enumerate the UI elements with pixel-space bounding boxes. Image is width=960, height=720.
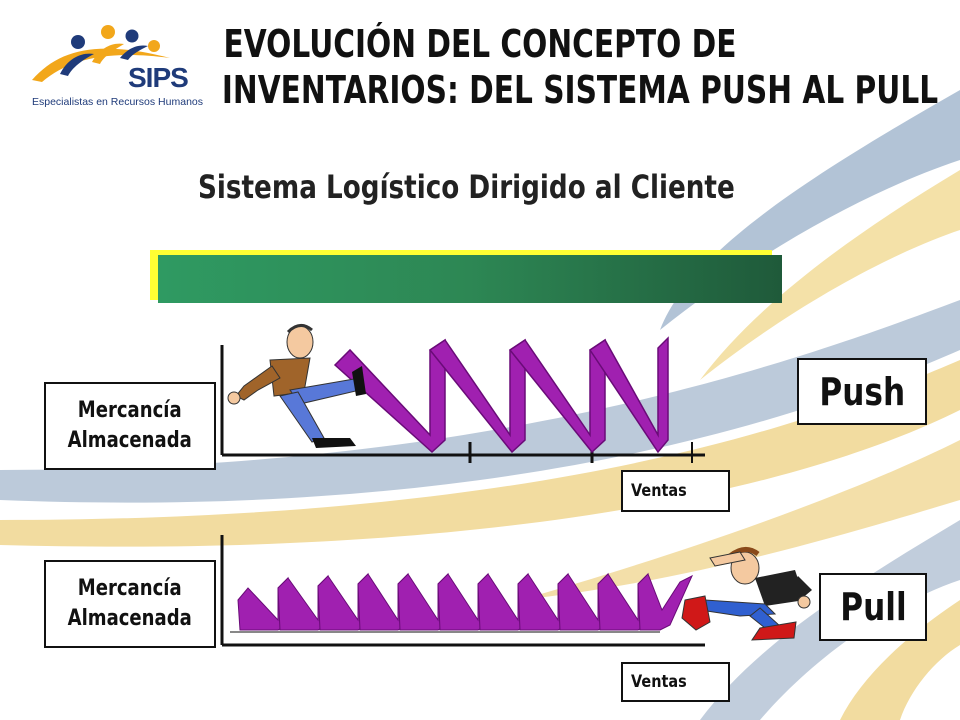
push-stock-label-box: Mercancía Almacenada — [44, 382, 216, 470]
pull-man-icon — [681, 547, 812, 641]
push-chart — [220, 324, 705, 463]
sips-logo: SIPS Especialistas en Recursos Humanos — [20, 18, 210, 113]
sips-logo-tagline: Especialistas en Recursos Humanos — [32, 96, 203, 108]
push-man-icon — [227, 324, 366, 448]
push-mode-label: Push — [819, 369, 905, 414]
pull-sales-box: Ventas — [621, 662, 730, 702]
pull-stock-label-box: Mercancía Almacenada — [44, 560, 216, 648]
pull-mode-box: Pull — [819, 573, 927, 641]
push-sales-label: Ventas — [631, 481, 687, 501]
swoosh-blue-mid — [0, 300, 960, 503]
sips-logo-figures-icon — [32, 25, 170, 82]
push-stock-label-line1: Mercancía — [78, 398, 182, 423]
page-title-line1: EVOLUCIÓN DEL CONCEPTO DE — [223, 22, 737, 66]
page-subtitle: Sistema Logístico Dirigido al Cliente — [198, 168, 735, 206]
pull-sawtooth — [237, 572, 694, 631]
swoosh-gold-bottom — [520, 440, 960, 600]
push-sawtooth — [333, 336, 669, 454]
push-mode-box: Push — [797, 358, 927, 425]
pull-chart — [220, 535, 812, 647]
pull-stock-label-line1: Mercancía — [78, 576, 182, 601]
pull-sales-label: Ventas — [631, 672, 687, 692]
swoosh-gold-corner — [840, 600, 960, 720]
green-banner — [158, 255, 782, 303]
sips-logo-name: SIPS — [128, 62, 189, 93]
pull-mode-label: Pull — [839, 585, 907, 629]
push-sales-box: Ventas — [621, 470, 730, 512]
swoosh-gold-top — [700, 170, 960, 380]
pull-stock-label-line2: Almacenada — [67, 606, 193, 631]
swoosh-gold-mid — [0, 360, 960, 547]
push-stock-label-line2: Almacenada — [67, 428, 193, 453]
page-title-line2: INVENTARIOS: DEL SISTEMA PUSH AL PULL — [221, 68, 939, 112]
